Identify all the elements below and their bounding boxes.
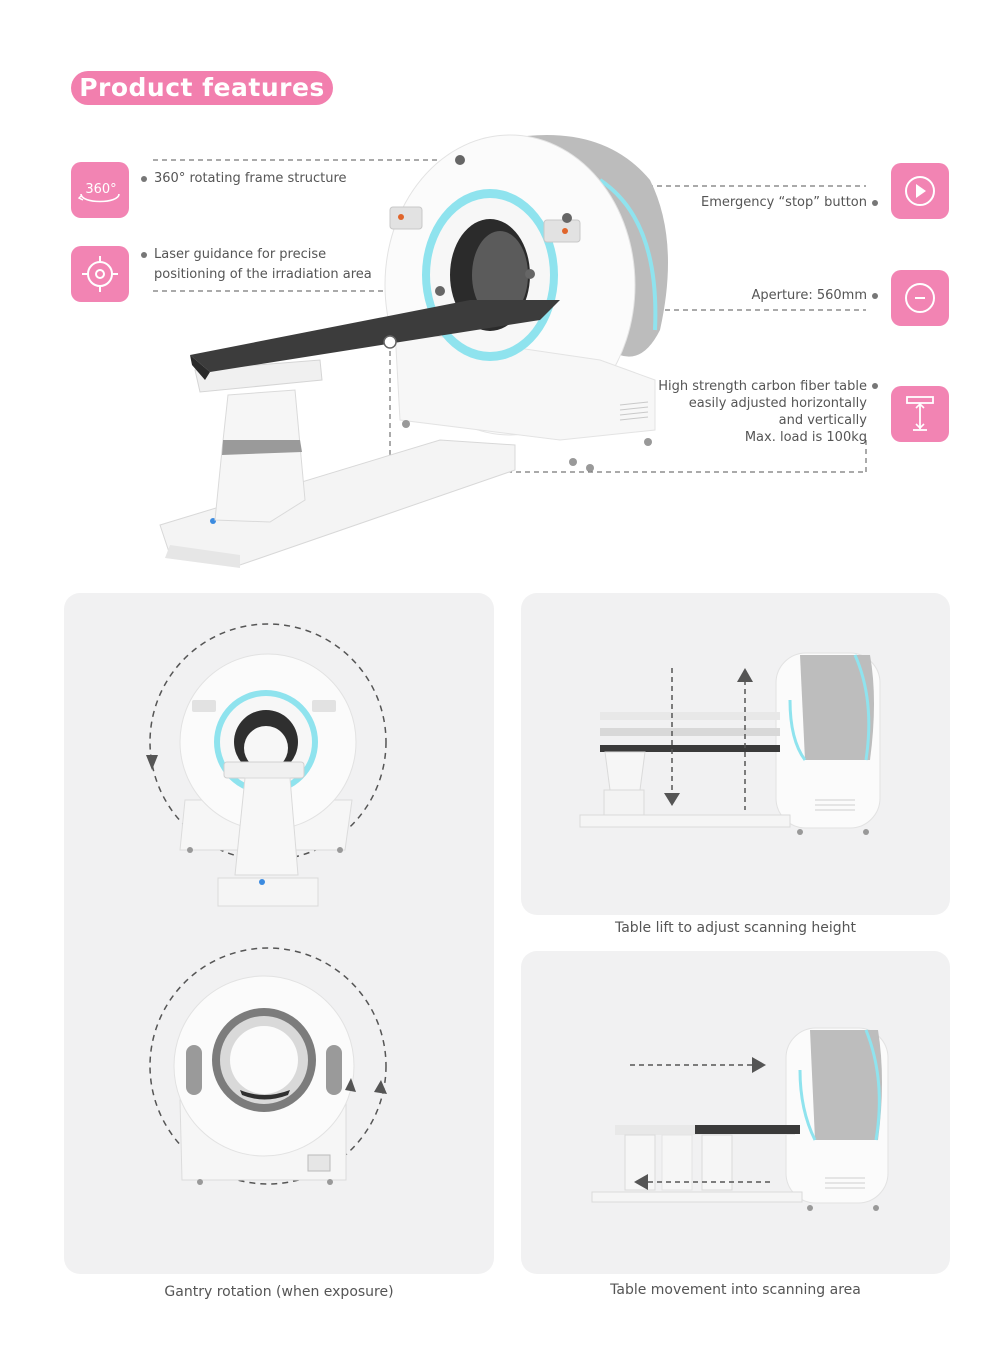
aperture-icon <box>891 270 949 326</box>
rotation-icon-text: 360° <box>85 182 116 197</box>
feature-rotating-label: 360° rotating frame structure <box>154 171 347 186</box>
feature-table-line2: easily adjusted horizontally <box>688 396 867 411</box>
table-lift-icon <box>891 386 949 442</box>
bullet-dot <box>872 200 878 206</box>
feature-table-line3: and vertically <box>778 413 867 428</box>
ct-scanner-illustration <box>153 134 867 568</box>
caption-table-lift: Table lift to adjust scanning height <box>614 920 857 936</box>
feature-laser-label-line2: positioning of the irradiation area <box>154 267 372 282</box>
rotation-360-icon: 360° <box>71 162 129 218</box>
laser-target-icon <box>71 246 129 302</box>
bullet-dot <box>141 176 147 182</box>
bullet-dot <box>872 293 878 299</box>
bullet-dot <box>872 383 878 389</box>
feature-emergency-label: Emergency “stop” button <box>700 195 867 210</box>
section-title: Product features <box>71 71 333 105</box>
bullet-dot <box>141 252 147 258</box>
feature-aperture-label: Aperture: 560mm <box>751 288 867 303</box>
play-stop-icon <box>891 163 949 219</box>
caption-table-movement: Table movement into scanning area <box>610 1282 861 1298</box>
feature-laser-label-line1: Laser guidance for precise <box>154 247 327 262</box>
feature-table-line1: High strength carbon fiber table <box>658 379 867 394</box>
feature-table-line4: Max. load is 100kg <box>744 430 867 445</box>
caption-gantry-rotation: Gantry rotation (when exposure) <box>164 1284 394 1300</box>
